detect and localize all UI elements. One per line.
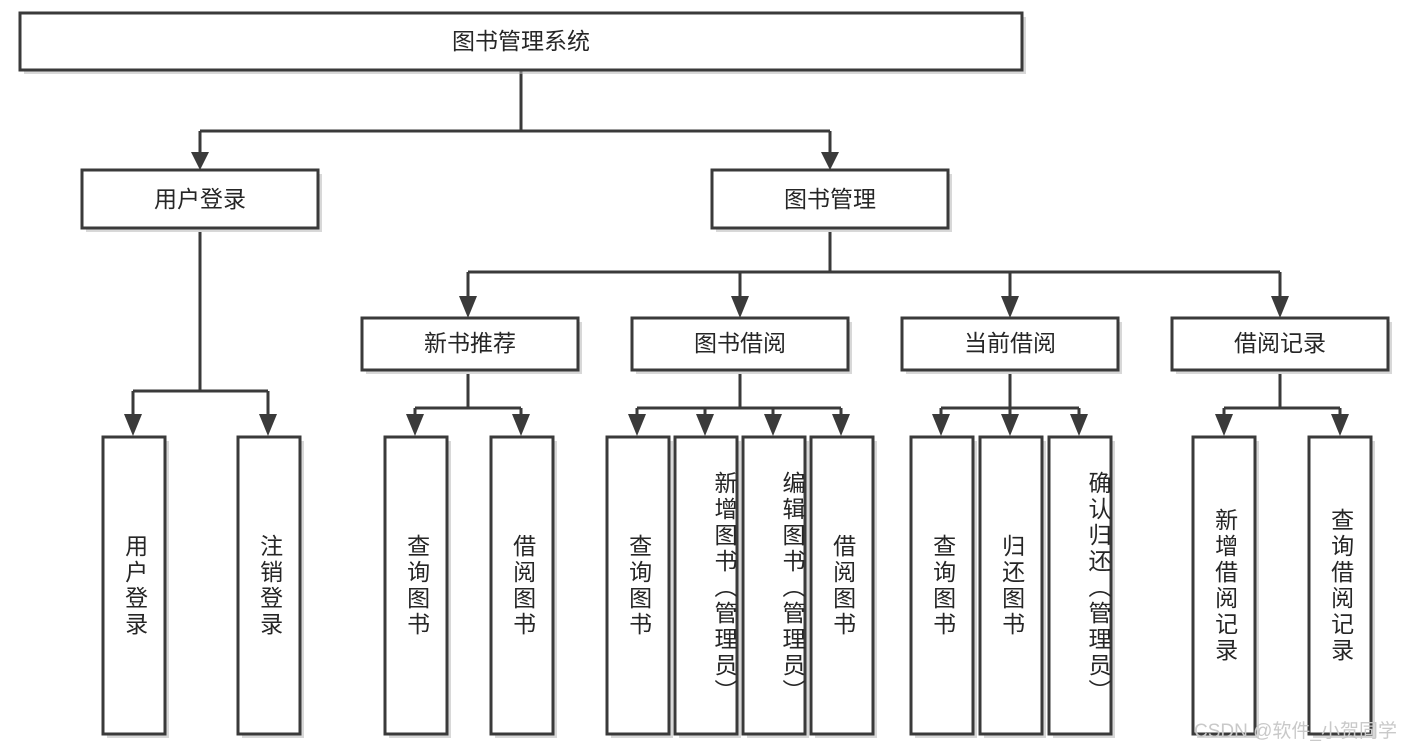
arrow-borrow-leaf-4	[832, 414, 850, 436]
leaf-box-11[interactable]	[1191, 435, 1257, 736]
borrowing-records-box	[1170, 316, 1390, 372]
root-box	[18, 11, 1024, 72]
borrowing-records-label: 借阅记录	[1234, 330, 1326, 356]
node-current-borrowing[interactable]: 当前借阅	[900, 316, 1122, 374]
arrow-current-leaf-2	[1001, 414, 1019, 436]
node-user-login[interactable]: 用户登录	[80, 168, 322, 232]
arrow-root-to-user-login	[191, 152, 209, 170]
csdn-watermark: CSDN @软件_小贺同学	[1194, 721, 1397, 742]
leaf-box-12[interactable]	[1307, 435, 1373, 736]
arrow-records-leaf-2	[1331, 414, 1349, 436]
book-borrowing-label: 图书借阅	[694, 330, 786, 356]
leaf-box-6[interactable]	[741, 435, 807, 736]
node-new-book-recommendation[interactable]: 新书推荐	[360, 316, 582, 374]
root-label: 图书管理系统	[452, 28, 590, 54]
leaf-box-10[interactable]	[1047, 435, 1113, 736]
new-book-recommendation-label: 新书推荐	[424, 330, 516, 356]
arrow-current-leaf-3	[1070, 414, 1088, 436]
leaf-boxes	[101, 435, 1375, 738]
arrow-userlogin-leaf-2	[259, 414, 277, 436]
arrow-bookmgmt-to-borrow	[731, 296, 749, 318]
connectors	[124, 70, 1349, 436]
arrow-newbooks-leaf-2	[512, 414, 530, 436]
arrow-userlogin-leaf-1	[124, 414, 142, 436]
node-book-borrowing[interactable]: 图书借阅	[630, 316, 852, 374]
book-management-label: 图书管理	[784, 186, 876, 212]
leaf-box-7[interactable]	[809, 435, 875, 736]
book-management-box	[710, 168, 950, 230]
leaf-box-4[interactable]	[605, 435, 671, 736]
current-borrowing-box	[900, 316, 1120, 372]
leaf-box-2[interactable]	[383, 435, 449, 736]
arrow-newbooks-leaf-1	[406, 414, 424, 436]
arrow-bookmgmt-to-new-books	[459, 296, 477, 318]
current-borrowing-label: 当前借阅	[964, 330, 1056, 356]
new-book-recommendation-box	[360, 316, 580, 372]
arrow-root-to-book-mgmt	[821, 152, 839, 170]
user-login-box	[80, 168, 320, 230]
arrow-bookmgmt-to-records	[1271, 296, 1289, 318]
arrow-records-leaf-1	[1215, 414, 1233, 436]
arrow-borrow-leaf-2	[696, 414, 714, 436]
leaf-box-3[interactable]	[489, 435, 555, 736]
node-book-management[interactable]: 图书管理	[710, 168, 952, 232]
arrow-current-leaf-1	[932, 414, 950, 436]
leaf-box-0[interactable]	[101, 435, 167, 736]
user-login-label: 用户登录	[154, 186, 246, 212]
leaf-box-1[interactable]	[236, 435, 302, 736]
leaf-box-8[interactable]	[909, 435, 975, 736]
arrow-bookmgmt-to-current	[1001, 296, 1019, 318]
node-borrowing-records[interactable]: 借阅记录	[1170, 316, 1392, 374]
arrow-borrow-leaf-1	[628, 414, 646, 436]
book-borrowing-box	[630, 316, 850, 372]
node-root[interactable]: 图书管理系统	[18, 11, 1026, 74]
arrow-borrow-leaf-3	[764, 414, 782, 436]
leaf-box-5[interactable]	[673, 435, 739, 736]
leaf-box-9[interactable]	[978, 435, 1044, 736]
